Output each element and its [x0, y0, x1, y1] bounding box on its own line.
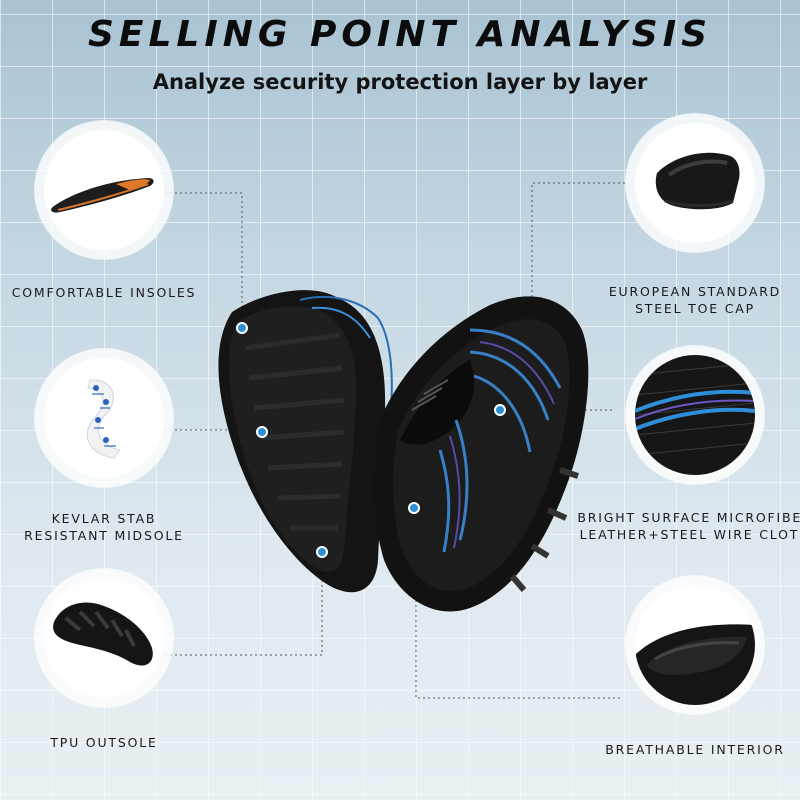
page-title: SELLING POINT ANALYSIS: [87, 14, 713, 55]
right-shoe: [373, 296, 589, 612]
outsole-icon: [44, 578, 164, 698]
left-shoe: [218, 290, 393, 593]
feature-label-midsole: KEVLAR STAB RESISTANT MIDSOLE: [24, 511, 184, 543]
feature-label-upper: BRIGHT SURFACE MICROFIBER LEATHER+STEEL …: [577, 510, 800, 542]
feature-label-outsole: TPU OUTSOLE: [50, 735, 158, 750]
leader-line-insoles: [165, 192, 243, 328]
leader-line-outsole: [165, 552, 323, 656]
insole-icon: [44, 130, 164, 250]
breathable-interior-icon: [635, 585, 755, 705]
feature-label-toe-cap: EUROPEAN STANDARD STEEL TOE CAP: [608, 284, 782, 316]
marker-dots: [236, 322, 506, 558]
feature-label-insoles: COMFORTABLE INSOLES: [11, 285, 197, 300]
leader-line-toe-cap: [531, 182, 625, 300]
steel-toe-cap-icon: [635, 123, 755, 243]
kevlar-midsole-icon: [44, 358, 164, 478]
microfiber-upper-icon: [635, 355, 755, 475]
page-subtitle: Analyze security protection layer by lay…: [152, 70, 648, 94]
feature-label-interior: BREATHABLE INTERIOR: [605, 742, 785, 757]
